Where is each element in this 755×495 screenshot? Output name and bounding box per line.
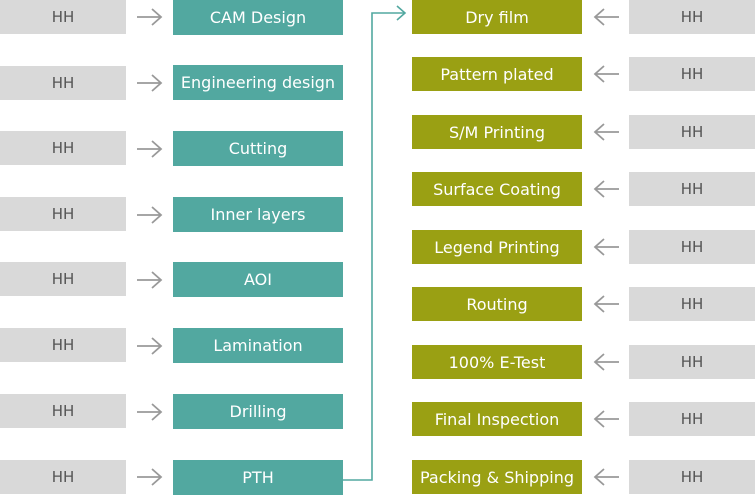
hh-box-left: HH	[0, 66, 126, 100]
step-packing-shipping: Packing & Shipping	[412, 460, 582, 494]
step-engineering-design: Engineering design	[173, 65, 343, 100]
step-lamination: Lamination	[173, 328, 343, 363]
hh-box-left: HH	[0, 262, 126, 296]
hh-box-right: HH	[629, 345, 755, 379]
step-aoi: AOI	[173, 262, 343, 297]
hh-box-right: HH	[629, 402, 755, 436]
arrow-left-icon	[593, 295, 619, 313]
arrow-right-icon	[137, 74, 163, 92]
hh-box-right: HH	[629, 230, 755, 264]
hh-box-left: HH	[0, 0, 126, 34]
hh-box-left: HH	[0, 394, 126, 428]
hh-box-left: HH	[0, 460, 126, 494]
hh-box-right: HH	[629, 115, 755, 149]
arrow-left-icon	[593, 65, 619, 83]
step-pattern-plated: Pattern plated	[412, 57, 582, 91]
step-inner-layers: Inner layers	[173, 197, 343, 232]
step-legend-printing: Legend Printing	[412, 230, 582, 264]
hh-box-left: HH	[0, 328, 126, 362]
hh-box-left: HH	[0, 197, 126, 231]
step-e-test: 100% E-Test	[412, 345, 582, 379]
hh-box-left: HH	[0, 131, 126, 165]
arrow-right-icon	[137, 206, 163, 224]
step-routing: Routing	[412, 287, 582, 321]
arrow-left-icon	[593, 123, 619, 141]
step-surface-coating: Surface Coating	[412, 172, 582, 206]
hh-box-right: HH	[629, 0, 755, 34]
step-cutting: Cutting	[173, 131, 343, 166]
step-sm-printing: S/M Printing	[412, 115, 582, 149]
arrow-left-icon	[593, 410, 619, 428]
step-dry-film: Dry film	[412, 0, 582, 34]
step-final-inspection: Final Inspection	[412, 402, 582, 436]
arrow-left-icon	[593, 8, 619, 26]
step-drilling: Drilling	[173, 394, 343, 429]
arrow-left-icon	[593, 238, 619, 256]
arrow-right-icon	[137, 337, 163, 355]
arrow-right-icon	[137, 271, 163, 289]
arrow-right-icon	[137, 8, 163, 26]
arrow-left-icon	[593, 180, 619, 198]
arrow-right-icon	[137, 140, 163, 158]
hh-box-right: HH	[629, 287, 755, 321]
hh-box-right: HH	[629, 172, 755, 206]
hh-box-right: HH	[629, 57, 755, 91]
hh-box-right: HH	[629, 460, 755, 494]
step-cam-design: CAM Design	[173, 0, 343, 35]
arrow-left-icon	[593, 353, 619, 371]
arrow-right-icon	[137, 403, 163, 421]
arrow-right-icon	[137, 468, 163, 486]
step-pth: PTH	[173, 460, 343, 495]
arrow-left-icon	[593, 468, 619, 486]
